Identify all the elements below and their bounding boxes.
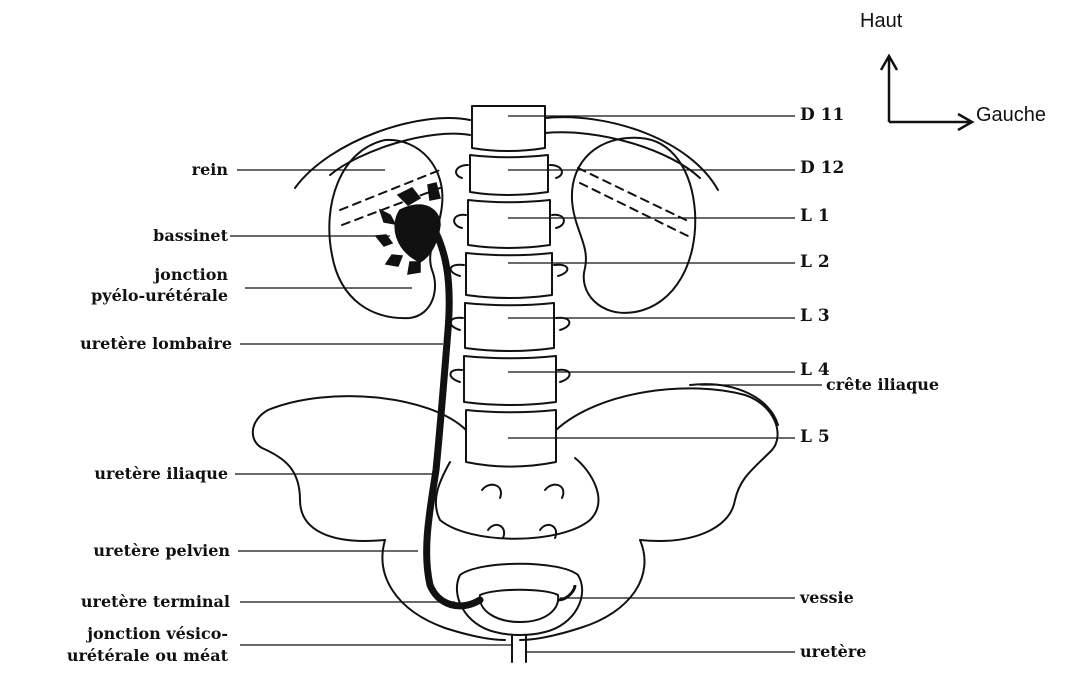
label-d12: D 12 — [800, 158, 844, 178]
label-crete-iliaque: crête iliaque — [826, 375, 939, 395]
vertebra-l3 — [465, 303, 554, 351]
label-bassinet: bassinet — [153, 226, 228, 246]
iliac-crest-left — [690, 384, 778, 425]
label-jonction-vu-line2: urétérale ou méat — [67, 646, 228, 666]
rib-left-inner — [330, 134, 470, 175]
label-jonction-pu-line2: pyélo-urétérale — [91, 286, 228, 306]
label-uretere-lombaire: uretère lombaire — [80, 334, 232, 354]
sacral-foramen-1 — [482, 485, 501, 498]
kidney-left-outline — [572, 138, 695, 313]
label-l5: L 5 — [800, 427, 830, 447]
label-uretere-pelvien: uretère pelvien — [93, 541, 230, 561]
kidney-left-rib-dash — [578, 168, 690, 222]
vertebra-l2 — [466, 253, 552, 298]
kidney-left-rib-dash-2 — [580, 183, 692, 238]
vertebra-d11 — [472, 106, 545, 151]
label-l1: L 1 — [800, 206, 830, 226]
iliac-wing-left — [556, 388, 778, 541]
orientation-up-label: Haut — [860, 10, 902, 33]
label-uretere-iliaque: uretère iliaque — [94, 464, 228, 484]
label-jonction-pu-line1: jonction — [154, 265, 228, 285]
orientation-axes — [881, 56, 972, 130]
label-uretere: uretère — [800, 642, 866, 662]
label-l3: L 3 — [800, 306, 830, 326]
sacral-foramen-2 — [545, 485, 563, 498]
kidney-right-rib-dash — [340, 170, 440, 210]
rib-right — [545, 117, 718, 190]
rib-left — [295, 118, 470, 188]
label-d11: D 11 — [800, 105, 844, 125]
label-jonction-vu-line1: jonction vésico- — [87, 624, 228, 644]
label-rein: rein — [192, 160, 228, 180]
orientation-left-label: Gauche — [976, 104, 1046, 127]
vertebra-d12 — [470, 155, 548, 195]
label-uretere-terminal: uretère terminal — [81, 592, 230, 612]
sacrum — [436, 458, 599, 539]
pelvic-ring-right — [383, 540, 506, 640]
label-vessie: vessie — [800, 588, 854, 608]
vertebra-l4 — [464, 356, 556, 405]
label-l2: L 2 — [800, 252, 830, 272]
bladder-inner — [480, 590, 558, 622]
vertebra-l1 — [468, 200, 550, 248]
sacral-foramen-3 — [488, 525, 504, 538]
